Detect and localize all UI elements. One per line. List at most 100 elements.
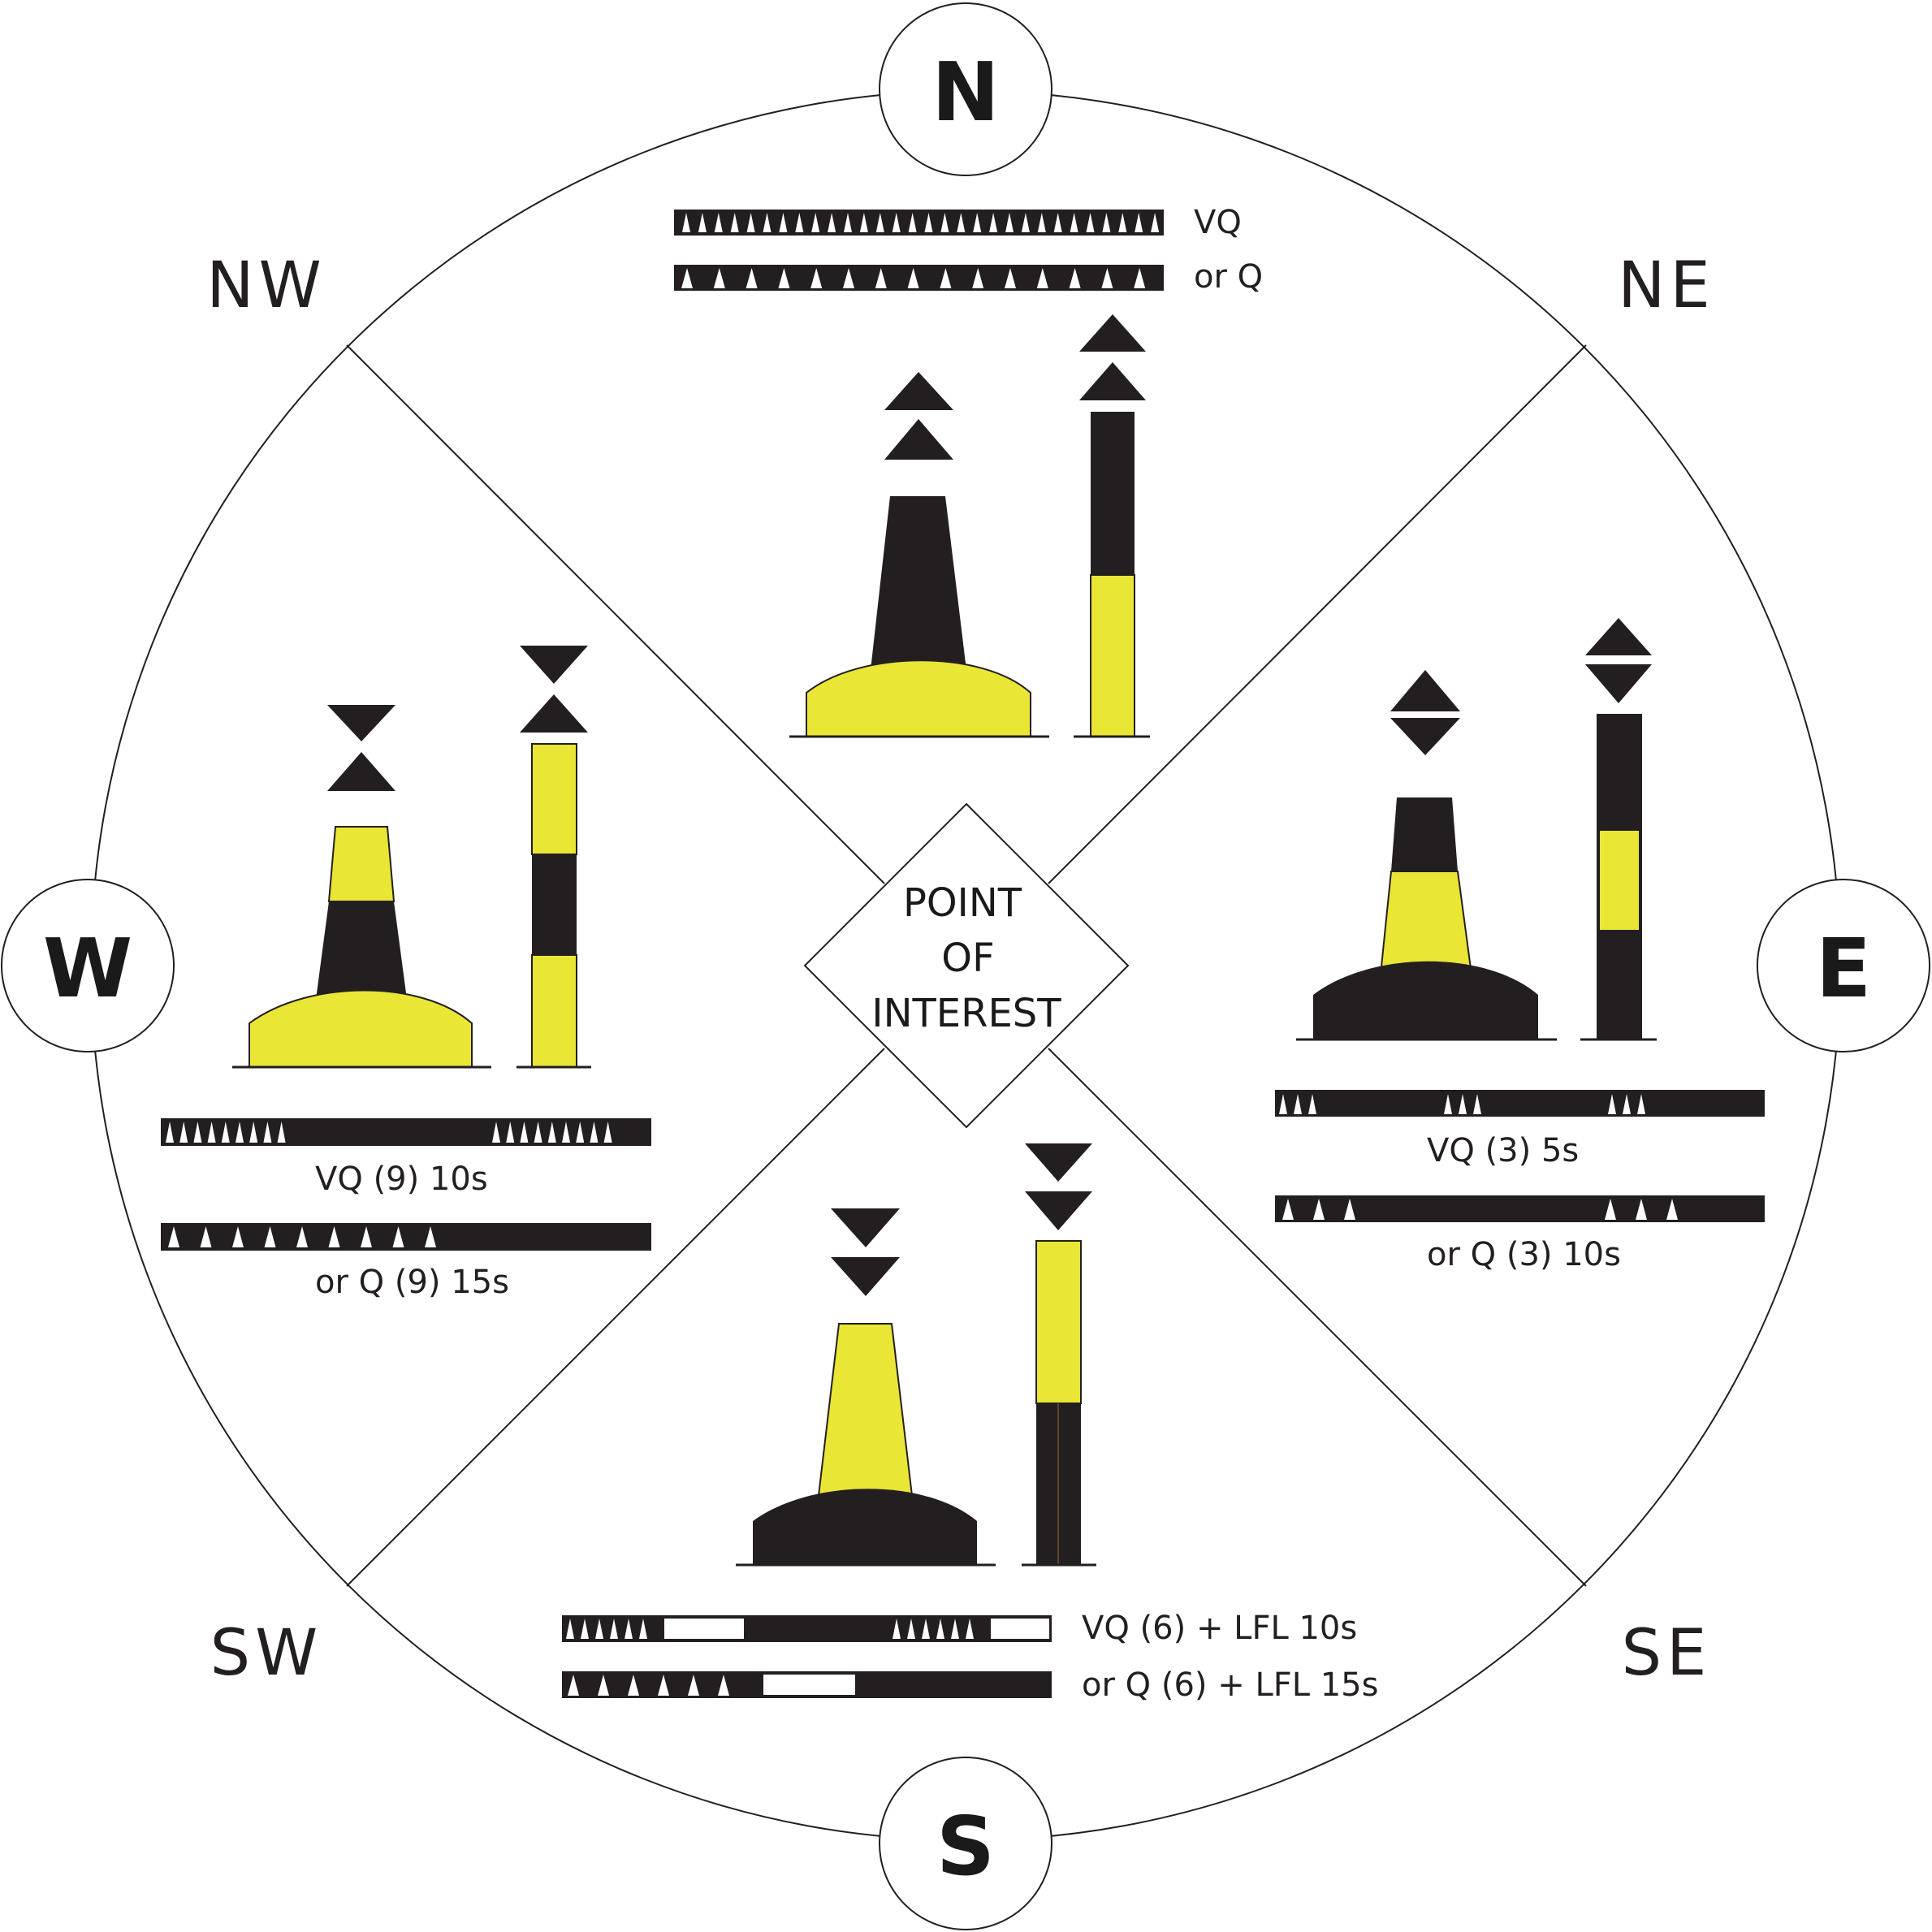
- flash-mark: [249, 1122, 258, 1143]
- west-topmark-lower-cone: [327, 752, 395, 791]
- flash-mark: [625, 1619, 633, 1639]
- south-spar: [1022, 1143, 1096, 1567]
- flash-mark: [610, 1619, 618, 1639]
- north-vq-label: VQ: [1194, 204, 1242, 241]
- flash-mark: [922, 1619, 930, 1639]
- south-buoy-mast: [816, 1323, 914, 1503]
- flash-mark: [1636, 1199, 1647, 1220]
- flash-mark: [892, 213, 901, 232]
- flash-mark: [598, 1675, 609, 1696]
- east-spar-yellow-band: [1600, 831, 1639, 930]
- flash-mark: [1005, 268, 1016, 288]
- flash-mark: [714, 213, 723, 232]
- east-q-label: or Q (3) 10s: [1427, 1236, 1621, 1273]
- flash-mark: [908, 213, 917, 232]
- west-letter: W: [43, 921, 132, 1016]
- flash-mark: [1313, 1199, 1325, 1220]
- poi-line-3: INTEREST: [871, 991, 1061, 1036]
- north-spar-black-band: [1091, 412, 1135, 575]
- flash-mark: [1637, 1094, 1645, 1114]
- east-buoy-hull: [1313, 961, 1538, 1039]
- label-sw: SW: [210, 1617, 323, 1690]
- flash-mark: [811, 213, 820, 232]
- flash-mark: [989, 213, 998, 232]
- north-spar-yellow-band: [1090, 574, 1135, 737]
- north-badge: N: [879, 2, 1052, 176]
- west-vq-label: VQ (9) 10s: [315, 1160, 488, 1198]
- flash-mark: [520, 1122, 529, 1143]
- flash-mark: [746, 268, 758, 288]
- north-buoy: [789, 372, 1049, 738]
- flash-mark: [1069, 268, 1081, 288]
- flash-mark: [1308, 1094, 1316, 1114]
- south-spar-upper-cone: [1025, 1143, 1092, 1182]
- flash-mark: [1344, 1199, 1355, 1220]
- flash-mark: [681, 268, 693, 288]
- flash-mark: [713, 268, 725, 288]
- flash-mark: [166, 1122, 174, 1143]
- south-badge: S: [879, 1757, 1052, 1930]
- flash-mark: [590, 1122, 599, 1143]
- flash-mark: [1282, 1199, 1294, 1220]
- north-spar-upper-cone: [1079, 314, 1146, 352]
- flash-mark: [581, 1619, 589, 1639]
- flash-mark: [940, 268, 952, 288]
- south-buoy: [736, 1208, 996, 1567]
- divider-ne: [1048, 344, 1587, 884]
- flash-mark: [875, 268, 887, 288]
- flash-mark: [492, 1122, 500, 1143]
- label-nw: NW: [206, 249, 326, 322]
- flash-mark: [779, 213, 788, 232]
- flash-mark: [425, 1226, 436, 1247]
- east-vq-label: VQ (3) 5s: [1427, 1132, 1579, 1169]
- flash-mark: [1036, 268, 1048, 288]
- south-light-characters: VQ (6) + LFL 10s or Q (6) + LFL 15s: [562, 1610, 1378, 1704]
- divider-se: [1048, 1048, 1587, 1587]
- flash-mark: [844, 213, 852, 232]
- label-se: SE: [1622, 1617, 1712, 1690]
- point-of-interest-diamond: [803, 802, 1130, 1129]
- north-spar: [1074, 314, 1150, 738]
- flash-mark: [1134, 268, 1146, 288]
- south-spar-lower-cone: [1025, 1191, 1092, 1230]
- west-spar-lower-cone: [520, 694, 588, 733]
- east-topmark-upper-cone: [1390, 670, 1460, 711]
- west-mast-yellow-top: [327, 826, 395, 902]
- flash-mark: [639, 1619, 647, 1639]
- flash-mark: [232, 1226, 244, 1247]
- flash-mark: [1294, 1094, 1302, 1114]
- flash-mark: [966, 1619, 974, 1639]
- west-mast-black-band: [315, 901, 408, 1005]
- south-letter: S: [936, 1799, 995, 1894]
- flash-mark: [778, 268, 790, 288]
- flash-mark: [859, 213, 868, 232]
- poi-line-1: POINT: [903, 880, 1022, 926]
- west-q-flashes: [168, 1226, 436, 1247]
- south-buoy-hull: [753, 1489, 977, 1565]
- south-topmark-lower-cone: [831, 1257, 900, 1296]
- flash-mark: [1086, 213, 1095, 232]
- north-q-flashes: [681, 268, 1146, 288]
- flash-mark: [1623, 1094, 1631, 1114]
- flash-mark: [1053, 213, 1062, 232]
- flash-mark: [595, 1619, 603, 1639]
- flash-mark: [603, 1122, 612, 1143]
- east-q-bar: [1275, 1195, 1765, 1222]
- flash-mark: [221, 1122, 230, 1143]
- flash-mark: [1118, 213, 1127, 232]
- west-buoy-hull: [249, 989, 473, 1068]
- north-buoy-mast: [871, 496, 966, 670]
- south-topmark-upper-cone: [831, 1208, 900, 1247]
- flash-mark: [392, 1226, 404, 1247]
- north-light-characters: VQ or Q: [674, 204, 1263, 296]
- flash-mark: [746, 213, 755, 232]
- poi-line-2: OF: [941, 936, 994, 981]
- flash-mark: [506, 1122, 515, 1143]
- north-q-label: or Q: [1194, 258, 1263, 296]
- east-vq-flashes: [1279, 1094, 1645, 1114]
- flash-mark: [207, 1122, 216, 1143]
- flash-mark: [907, 1619, 915, 1639]
- flash-mark: [940, 213, 949, 232]
- flash-mark: [534, 1122, 542, 1143]
